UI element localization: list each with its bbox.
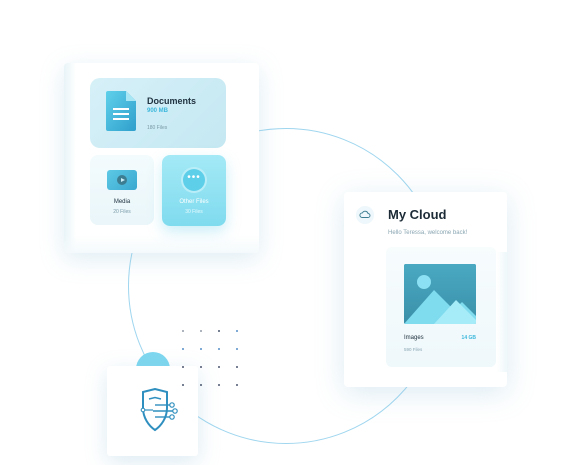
cloud-icon[interactable] [356, 206, 374, 224]
other-files-label: Other Files [179, 199, 209, 205]
grid-dot [200, 348, 202, 350]
images-label: Images [404, 335, 424, 341]
cloud-card: My Cloud Hello Teressa, welcome back! Im… [344, 192, 507, 387]
more-icon: ••• [183, 169, 205, 191]
grid-dot [218, 348, 220, 350]
grid-dot [218, 366, 220, 368]
cloud-title: My Cloud [388, 207, 447, 222]
grid-dot [236, 330, 238, 332]
documents-tile[interactable]: Documents 900 MB 180 Files [90, 78, 226, 148]
files-card: Documents 900 MB 180 Files Media 20 File… [64, 63, 259, 253]
dot-grid-decoration [180, 328, 244, 390]
other-files-tile[interactable]: ••• Other Files 30 Files [162, 155, 226, 226]
grid-dot [200, 330, 202, 332]
other-files-count: 30 Files [185, 209, 203, 215]
grid-dot [200, 366, 202, 368]
media-icon [107, 170, 137, 190]
images-tile[interactable]: Images 14 GB 590 Files [386, 247, 496, 367]
document-icon [106, 91, 136, 131]
media-label: Media [113, 199, 131, 205]
grid-dot [200, 384, 202, 386]
media-count: 20 Files [113, 209, 131, 215]
grid-dot [182, 366, 184, 368]
media-tile[interactable]: Media 20 Files [90, 155, 154, 225]
grid-dot [236, 366, 238, 368]
grid-dot [218, 384, 220, 386]
grid-dot [236, 384, 238, 386]
documents-count: 180 Files [147, 125, 168, 131]
shield-icon [140, 388, 178, 432]
image-icon [404, 264, 476, 324]
grid-dot [236, 348, 238, 350]
grid-dot [182, 384, 184, 386]
grid-dot [182, 330, 184, 332]
documents-size: 900 MB [147, 108, 169, 114]
images-count: 590 Files [404, 347, 423, 352]
grid-dot [182, 348, 184, 350]
documents-title: Documents [147, 96, 197, 106]
cloud-subtitle: Hello Teressa, welcome back! [388, 230, 468, 236]
grid-dot [218, 330, 220, 332]
images-size: 14 GB [461, 335, 476, 341]
security-card[interactable] [107, 366, 198, 456]
